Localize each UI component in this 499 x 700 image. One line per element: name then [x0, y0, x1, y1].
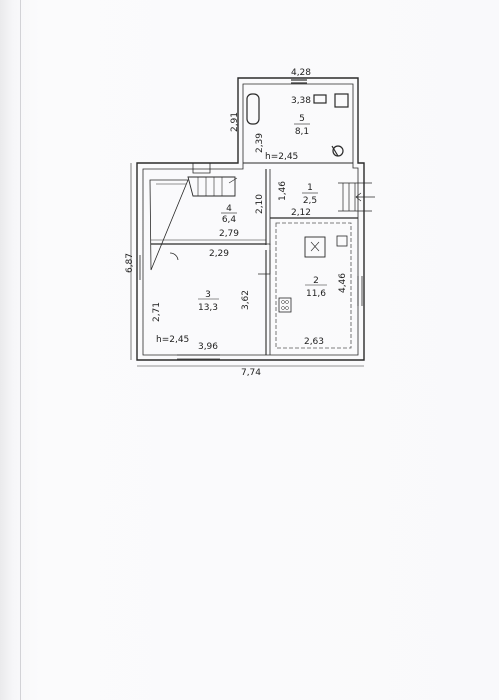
stair-top [192, 162, 211, 174]
room-label-4: 4 6,4 [221, 204, 237, 225]
svg-text:8,1: 8,1 [295, 127, 309, 137]
dim-room3-height: 2,71 [152, 302, 162, 322]
svg-text:13,3: 13,3 [198, 303, 218, 313]
svg-text:2: 2 [313, 276, 319, 286]
page-edge [20, 0, 21, 700]
dim-height-lower: h=2,45 [156, 335, 189, 345]
dim-hall-height: 1,46 [278, 181, 288, 201]
kitchen-outline [275, 222, 352, 349]
dim-hall-width: 2,12 [291, 208, 311, 218]
svg-text:4: 4 [226, 204, 232, 214]
dim-bath-width: 3,38 [291, 96, 311, 106]
outer-wall [136, 77, 365, 361]
dim-corridor-height: 2,10 [255, 194, 265, 214]
outer-wall-inner [142, 83, 359, 356]
svg-text:2,5: 2,5 [303, 196, 317, 206]
room-label-1: 1 2,5 [302, 183, 318, 206]
porch [338, 182, 372, 212]
svg-text:11,6: 11,6 [306, 289, 326, 299]
dim-total-width: 7,74 [241, 368, 261, 378]
bathtub [246, 93, 260, 125]
dim-top-width: 4,28 [291, 68, 311, 78]
svg-text:1: 1 [307, 183, 313, 193]
dim-room3-width: 3,96 [198, 342, 218, 352]
dim-bath-height-inner: 2,39 [255, 133, 265, 153]
dim-total-height: 6,87 [125, 253, 135, 273]
window-right [357, 276, 363, 306]
stair-diagonal [149, 179, 189, 271]
window-left [136, 255, 141, 280]
window-bottom [177, 354, 220, 360]
svg-text:3: 3 [205, 290, 211, 300]
room-label-2: 2 11,6 [305, 276, 327, 299]
chimney [336, 235, 348, 247]
svg-text:5: 5 [299, 114, 305, 124]
door-swing [169, 252, 179, 261]
hob [278, 297, 292, 313]
dim-bath-height-outer: 2,91 [230, 112, 240, 132]
dim-room3-top: 2,29 [209, 249, 229, 259]
dim-kitchen-height: 4,46 [338, 273, 348, 293]
stove [304, 236, 326, 258]
dim-partition: 3,62 [241, 290, 251, 310]
boiler-unit [334, 93, 349, 108]
dim-room4-width: 2,79 [219, 229, 239, 239]
stair [187, 176, 236, 197]
sink [313, 94, 327, 104]
dim-kitchen-width: 2,63 [304, 337, 324, 347]
dim-height-upper: h=2,45 [265, 152, 298, 162]
room-label-3: 3 13,3 [198, 290, 219, 313]
svg-text:6,4: 6,4 [222, 215, 237, 225]
room-label-5: 5 8,1 [294, 114, 310, 137]
